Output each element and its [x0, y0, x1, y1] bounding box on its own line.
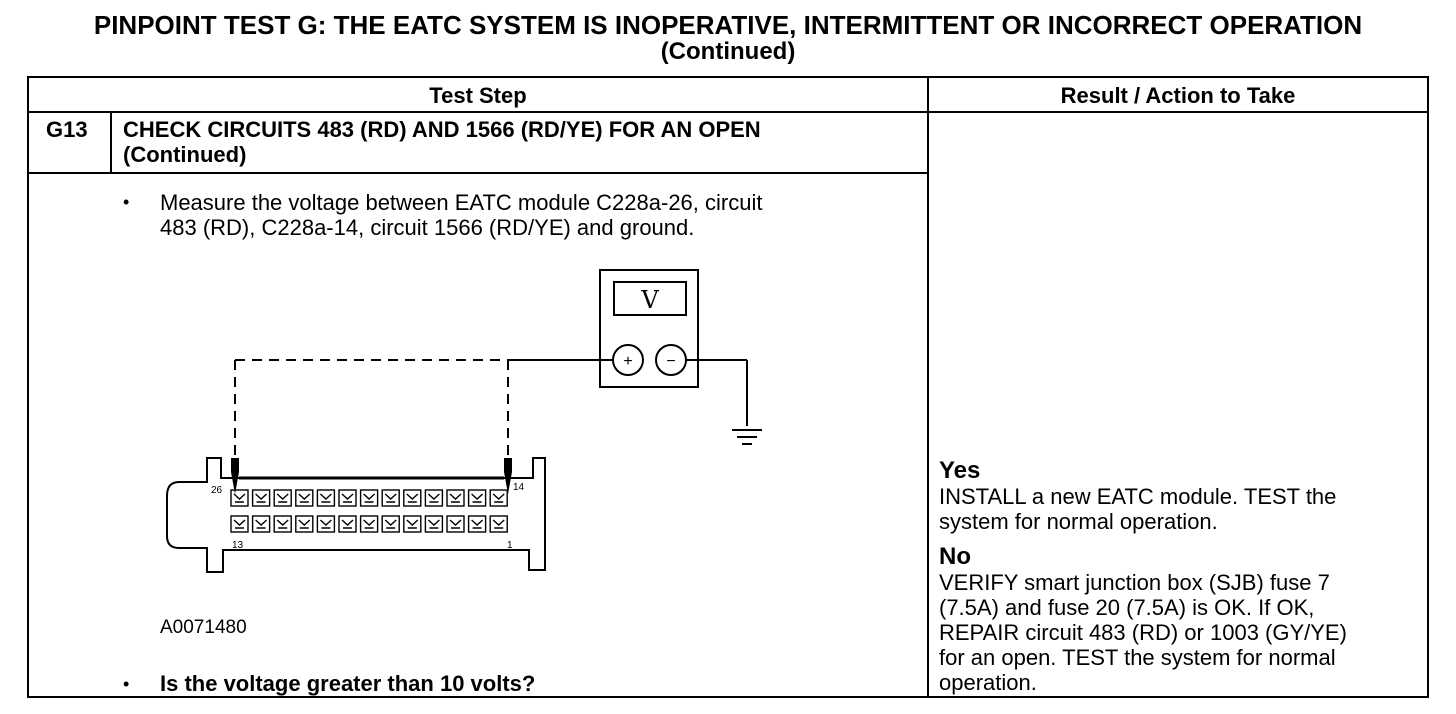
pin-cavity	[338, 515, 357, 533]
step-title-line-2: (Continued)	[123, 142, 247, 167]
header-result: Result / Action to Take	[1060, 83, 1296, 108]
page-title: PINPOINT TEST G: THE EATC SYSTEM IS INOP…	[93, 10, 1363, 40]
pin-cavity-detail	[276, 519, 289, 529]
pin-cavity	[316, 489, 336, 507]
pin-cavity	[489, 489, 508, 507]
pin-cavity	[446, 515, 465, 533]
page-subtitle: (Continued)	[660, 38, 796, 65]
pin-cavity	[489, 515, 508, 533]
pin-cavity-detail	[319, 493, 332, 503]
pin-cavity-detail	[255, 519, 268, 529]
pinpoint-test-table: Test Step Result / Action to Take G13 CH…	[27, 76, 1429, 698]
pin-cavity-detail	[492, 519, 505, 529]
pin-cavity	[338, 489, 357, 507]
step-id-divider	[110, 111, 112, 173]
pin-cavity	[230, 489, 249, 507]
column-divider	[927, 78, 929, 696]
voltmeter-label: V	[640, 286, 659, 314]
voltmeter-display	[613, 281, 687, 316]
pin-cavity	[273, 489, 292, 507]
pin-1-label: 1	[507, 540, 513, 551]
pin-cavity	[424, 515, 444, 533]
pin-cavity	[295, 489, 314, 507]
pin-cavity-detail	[233, 519, 246, 529]
pin-cavity	[467, 515, 487, 533]
pin-cavity-detail	[406, 493, 419, 503]
pin-cavity	[230, 515, 249, 533]
pin-14-label: 14	[513, 482, 525, 493]
pin-cavity-detail	[427, 519, 440, 529]
pin-cavity-detail	[233, 493, 246, 503]
pin-26-label: 26	[211, 485, 223, 496]
step-id: G13	[46, 117, 88, 142]
connector-c228a-icon	[166, 457, 546, 573]
pin-cavity	[381, 515, 400, 533]
no-line-5: operation.	[939, 670, 1037, 695]
pin-cavity	[359, 515, 379, 533]
result-no: No VERIFY smart junction box (SJB) fuse …	[939, 543, 1347, 696]
pin-cavity	[251, 515, 271, 533]
no-line-4: for an open. TEST the system for normal	[939, 645, 1336, 670]
step-title-line-1: CHECK CIRCUITS 483 (RD) AND 1566 (RD/YE)…	[123, 117, 761, 142]
no-label: No	[939, 543, 971, 570]
no-line-2: (7.5A) and fuse 20 (7.5A) is OK. If OK,	[939, 595, 1315, 620]
pin-cavity-detail	[471, 519, 484, 529]
pin-cavity	[359, 489, 379, 507]
yes-line-2: system for normal operation.	[939, 509, 1218, 534]
pin-cavity-detail	[427, 493, 440, 503]
result-yes: Yes INSTALL a new EATC module. TEST the …	[939, 457, 1337, 535]
pin-cavity	[446, 489, 465, 507]
voltmeter-icon	[599, 269, 699, 388]
bullet-icon: •	[123, 674, 130, 694]
measure-instruction: Measure the voltage between EATC module …	[160, 190, 762, 240]
probe-14-icon	[504, 458, 512, 494]
pin-cavity	[403, 515, 422, 533]
header-test-step: Test Step	[429, 83, 527, 108]
pin-cavity	[424, 489, 444, 507]
probe-26-icon	[231, 458, 239, 494]
pin-cavity	[251, 489, 271, 507]
pin-cavity-detail	[298, 519, 311, 529]
pin-cavity-detail	[341, 519, 354, 529]
voltage-question: Is the voltage greater than 10 volts?	[160, 671, 536, 696]
pin-cavity-detail	[384, 519, 397, 529]
measure-instruction-line-1: Measure the voltage between EATC module …	[160, 190, 763, 215]
negative-terminal-label: −	[666, 353, 675, 370]
pin-cavity-detail	[255, 493, 268, 503]
yes-line-1: INSTALL a new EATC module. TEST the	[939, 484, 1337, 509]
ground-icon	[732, 429, 762, 445]
pin-cavity-detail	[492, 493, 505, 503]
pin-cavity	[403, 489, 422, 507]
no-line-1: VERIFY smart junction box (SJB) fuse 7	[939, 570, 1330, 595]
connector-voltage-diagram: V + − 26 14 13 1	[166, 269, 762, 573]
pin-cavity-detail	[449, 519, 462, 529]
pin-cavity-detail	[319, 519, 332, 529]
pin-cavity	[381, 489, 400, 507]
pin-cavity	[467, 489, 487, 507]
bullet-icon: •	[123, 192, 130, 212]
header-divider	[29, 111, 1427, 113]
pin-cavity-detail	[406, 519, 419, 529]
step-title: CHECK CIRCUITS 483 (RD) AND 1566 (RD/YE)…	[123, 117, 761, 167]
pin-cavity-detail	[449, 493, 462, 503]
step-title-divider	[29, 172, 927, 174]
pin-cavity	[316, 515, 336, 533]
pin-cavity-detail	[384, 493, 397, 503]
pin-cavity-detail	[276, 493, 289, 503]
pin-cavity-detail	[298, 493, 311, 503]
pin-cavity-detail	[363, 519, 376, 529]
pin-cavity	[295, 515, 314, 533]
pin-13-label: 13	[232, 540, 244, 551]
pin-cavity-detail	[341, 493, 354, 503]
positive-terminal-label: +	[623, 353, 632, 370]
pin-cavity-detail	[471, 493, 484, 503]
no-line-3: REPAIR circuit 483 (RD) or 1003 (GY/YE)	[939, 620, 1347, 645]
yes-label: Yes	[939, 457, 981, 484]
pin-cavity	[273, 515, 292, 533]
figure-id: A0071480	[160, 617, 247, 638]
pin-cavity-detail	[363, 493, 376, 503]
measure-instruction-line-2: 483 (RD), C228a-14, circuit 1566 (RD/YE)…	[160, 215, 695, 240]
